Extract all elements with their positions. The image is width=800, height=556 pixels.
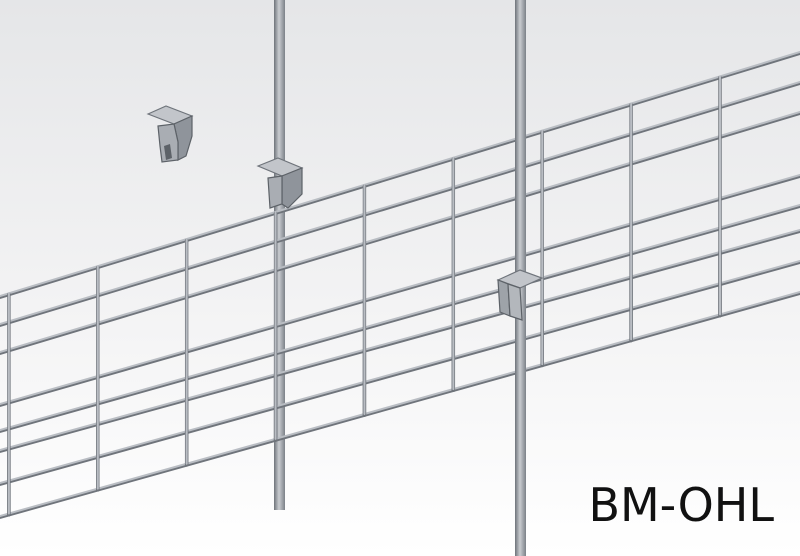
back-top-wire [0, 51, 800, 297]
back-bottom-wire-shadow [0, 111, 800, 355]
back-mid-wire [0, 81, 800, 325]
threaded-rod-left [274, 0, 285, 510]
wire-mesh-tray [0, 51, 800, 519]
front-bottom-wire-shadow [0, 291, 800, 519]
back-bottom-wire [0, 111, 800, 353]
front-bottom-wire [0, 291, 800, 517]
product-code-label: BM-OHL [588, 478, 774, 532]
front-top-wire-shadow [0, 229, 800, 453]
back-top-wire-shadow [0, 51, 800, 299]
floor-wire-2 [0, 204, 800, 431]
front-mid-wire [0, 260, 800, 484]
hanger-clip-detached [146, 105, 194, 163]
floor-wire-1 [0, 174, 800, 405]
hanger-clip-left-rod [256, 157, 304, 209]
floor-wire-1-shadow [0, 174, 800, 407]
front-top-wire [0, 229, 800, 451]
hanger-clip-right-rod [496, 269, 544, 321]
front-mid-wire-shadow [0, 260, 800, 486]
floor-wire-2-shadow [0, 204, 800, 433]
back-mid-wire-shadow [0, 81, 800, 327]
